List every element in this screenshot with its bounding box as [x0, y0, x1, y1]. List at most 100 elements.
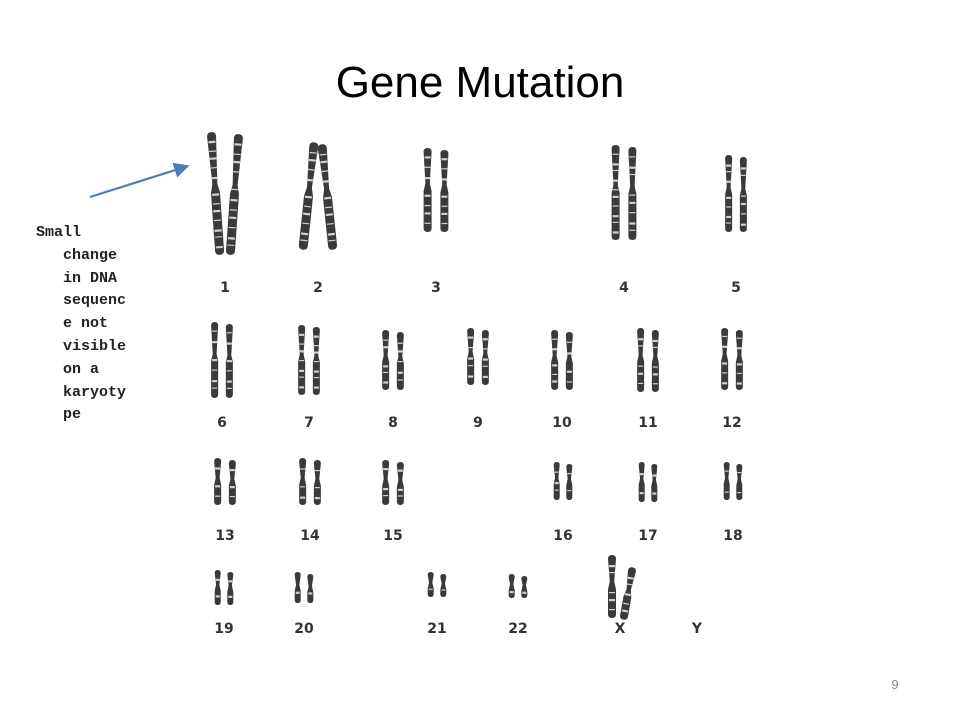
chromosome-band: [736, 337, 742, 339]
chromosome-band: [612, 231, 619, 234]
chromosome-band: [567, 490, 572, 492]
chromosome-band: [313, 370, 319, 373]
chromatid: [228, 460, 236, 505]
chromosome-band: [397, 469, 403, 472]
chromosome-band: [213, 219, 221, 222]
chromosome-band: [383, 371, 389, 374]
chromosome-label: 13: [215, 528, 234, 544]
chromatid-body: [382, 330, 390, 390]
chromatid-body: [565, 332, 573, 390]
note-line: visible: [36, 337, 127, 355]
chromosome-band: [566, 341, 572, 343]
chromatid: [396, 462, 404, 505]
chromatid: [608, 555, 616, 618]
chromosome-label: 21: [427, 621, 446, 637]
chromosome-band: [308, 158, 316, 162]
chromosome-band: [323, 196, 332, 200]
chromatid: [725, 155, 733, 232]
chromatid-body: [214, 570, 221, 605]
chromosome-band: [552, 364, 558, 367]
chromosome-label: 5: [731, 280, 741, 296]
chromatid: [294, 572, 301, 603]
chromosome-band: [554, 471, 559, 473]
chromosome-band: [566, 370, 572, 373]
note-line: change: [36, 246, 118, 264]
chromatid: [508, 574, 515, 598]
chromosome-band: [210, 176, 219, 180]
annotation-note: Small change in DNA sequenc e not visibl…: [36, 222, 166, 427]
chromosome-band: [722, 335, 728, 338]
chromosome-band: [215, 495, 221, 497]
chromosome-label: 8: [388, 415, 398, 431]
chromosome-band: [322, 180, 330, 183]
chromosome-band: [609, 592, 615, 594]
chromosome-band: [566, 381, 572, 383]
chromosome-label: 18: [723, 528, 742, 544]
chromosome-band: [299, 369, 305, 372]
chromosome-band: [441, 212, 448, 215]
chromosome-band: [482, 358, 488, 361]
chromosome-band: [629, 201, 636, 204]
chromosome-band: [552, 380, 558, 383]
chromatid-body: [725, 155, 733, 232]
chromosome-band: [724, 470, 729, 472]
chromosome-band: [638, 372, 644, 375]
chromatid: [651, 330, 659, 392]
chromosome-band: [234, 143, 242, 146]
chromosome-band: [468, 365, 474, 367]
chromosome-band: [302, 222, 310, 225]
chromosome-band: [215, 245, 223, 249]
chromosome-set: [207, 132, 747, 620]
chromosome-band: [212, 203, 220, 205]
chromatid-body: [423, 148, 432, 232]
chromatid: [736, 464, 743, 500]
chromosome-pair: [725, 155, 747, 232]
chromosome-pair: [467, 328, 489, 385]
chromosome-band: [227, 244, 235, 247]
chromatid-body: [608, 555, 616, 618]
chromatid: [651, 464, 658, 502]
chromosome-band: [397, 371, 403, 374]
chromosome-band: [612, 163, 619, 166]
chromatid-body: [637, 328, 645, 392]
chromosome-band: [209, 150, 217, 153]
chromosome-band: [313, 377, 319, 379]
chromosome-band: [609, 572, 615, 574]
chromosome-band: [726, 171, 732, 173]
chromosome-band: [722, 372, 728, 374]
chromosome-band: [210, 166, 218, 169]
chromosome-band: [736, 382, 742, 385]
chromosome-band: [303, 212, 311, 216]
chromosome-band: [726, 222, 732, 224]
chromatid: [211, 322, 219, 398]
chromosome-band: [228, 226, 236, 229]
chromosome-band: [397, 495, 403, 497]
chromosome-band: [233, 160, 241, 164]
chromosome-band: [327, 232, 335, 236]
chromosome-band: [424, 156, 431, 159]
chromosome-band: [424, 205, 431, 207]
chromosome-band: [629, 194, 636, 196]
chromatid: [227, 572, 234, 605]
chromosome-band: [624, 592, 631, 597]
chromosome-band: [629, 229, 636, 231]
chromosome-band: [397, 361, 403, 363]
chromatid-body: [226, 134, 243, 255]
note-line: pe: [36, 406, 82, 424]
chromosome-band: [609, 609, 615, 611]
chromosome-band: [629, 173, 636, 176]
chromosome-band: [629, 222, 636, 225]
chromatid-body: [651, 464, 658, 502]
chromosome-label: 1: [220, 280, 230, 296]
chromatid-body: [651, 330, 659, 392]
chromosome-band: [652, 366, 658, 368]
chromosome-band: [482, 348, 488, 350]
page-number: 9: [891, 677, 899, 692]
chromosome-band: [726, 206, 732, 208]
chromosome-pair: [214, 458, 236, 505]
chromatid: [735, 330, 743, 390]
chromatid: [440, 150, 449, 232]
chromosome-band: [726, 215, 732, 219]
chromosome-band: [229, 216, 237, 220]
chromosome-band: [215, 485, 221, 488]
